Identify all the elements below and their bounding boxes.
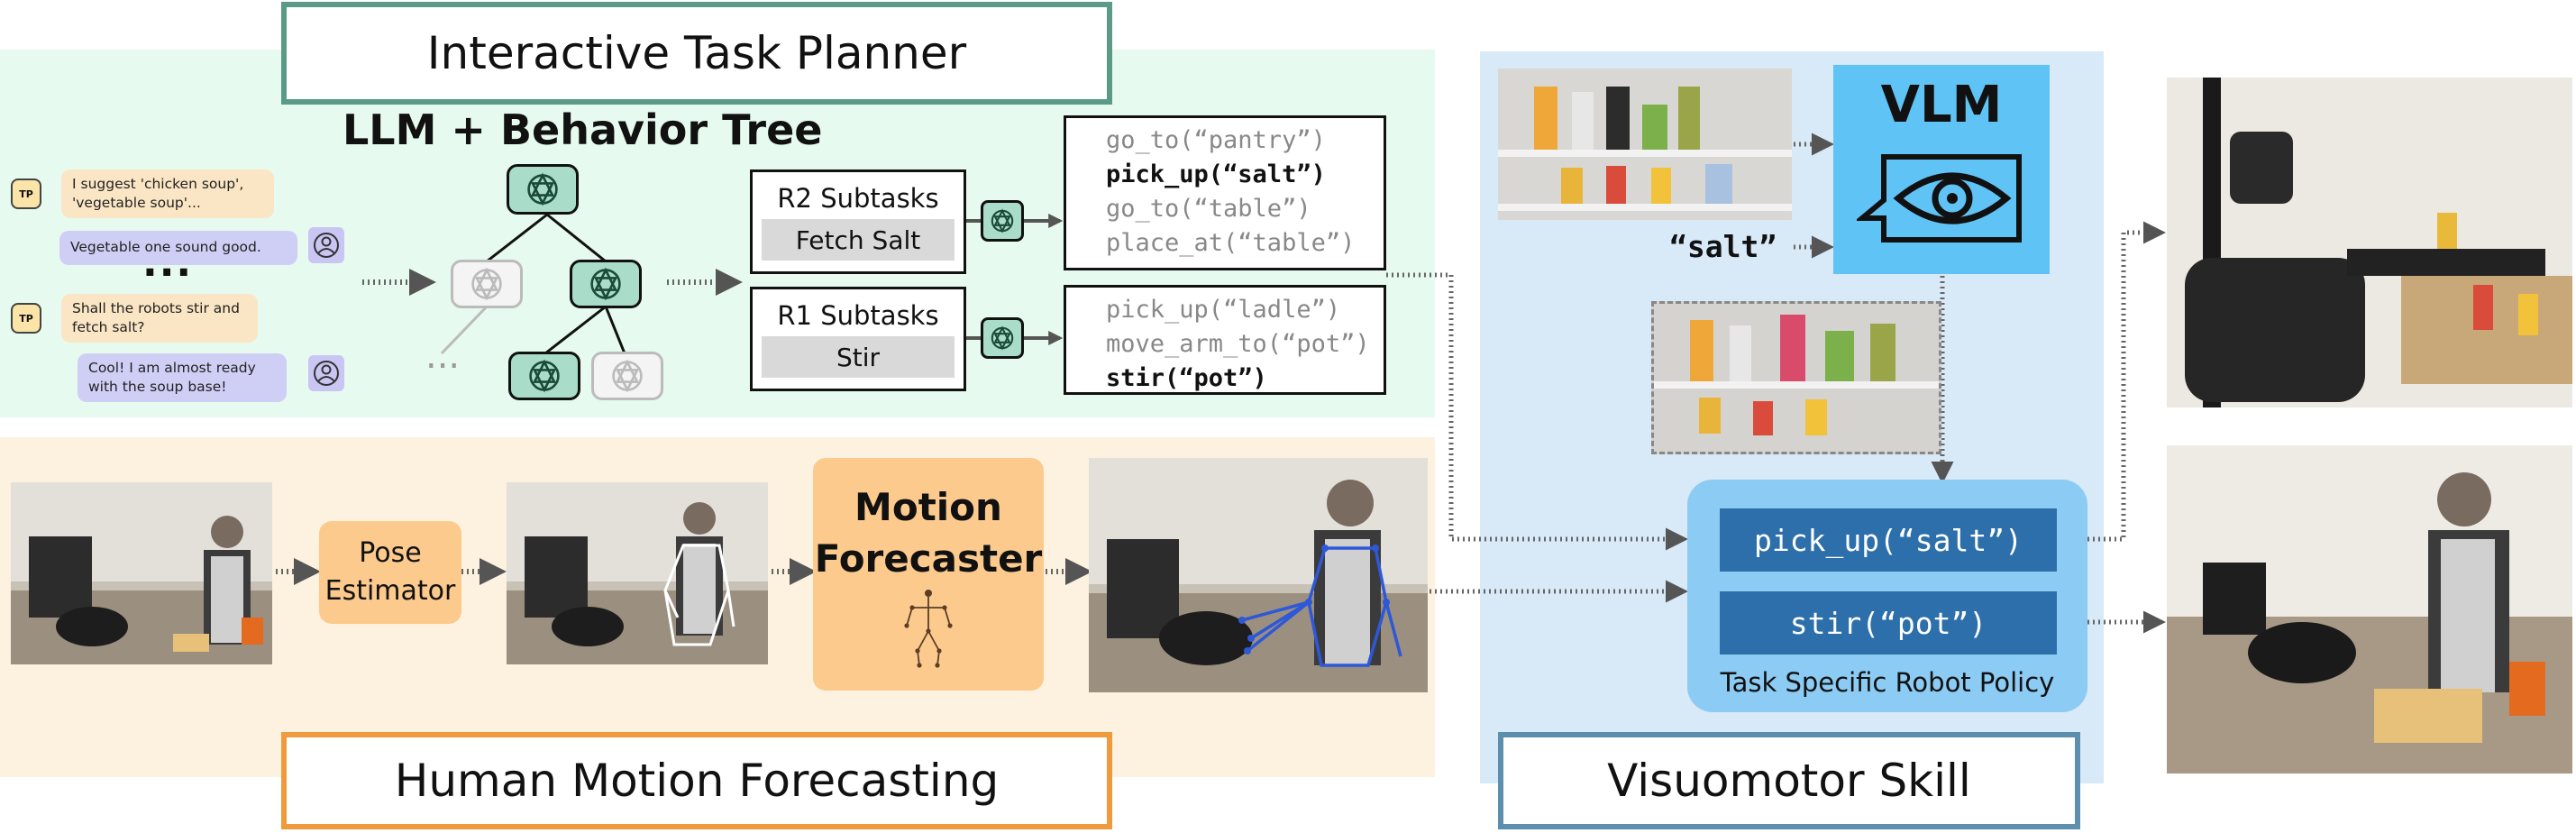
code-line-active: stir(“pot”) [1106, 364, 1267, 392]
code-line: move_arm_to(“pot”) [1106, 330, 1370, 358]
chat-message-human: Cool! I am almost ready with the soup ba… [78, 353, 287, 402]
openai-icon [529, 359, 560, 393]
task-planner-title: Interactive Task Planner [281, 2, 1112, 105]
openai-icon [991, 325, 1014, 351]
motion-forecasting-title: Human Motion Forecasting [281, 732, 1112, 829]
tree-ellipsis: ... [425, 335, 461, 377]
behavior-tree-heading: LLM + Behavior Tree [343, 105, 823, 154]
vlm-box: VLM [1833, 65, 2050, 274]
vlm-label: VLM [1880, 76, 2003, 134]
r1-subtasks-box: R1 Subtasks Stir [750, 287, 966, 391]
pantry-shelf-image [1498, 69, 1792, 220]
robot-avatar: TP [11, 178, 41, 209]
robot-policy-box: pick_up(“salt”) stir(“pot”) Task Specifi… [1687, 480, 2087, 712]
visuomotor-title: Visuomotor Skill [1498, 732, 2080, 829]
tree-node-faded [591, 352, 663, 400]
r2-to-policy-arrow [1386, 272, 1688, 551]
forecaster-line1: Motion [854, 485, 1002, 529]
tree-node-leaf [508, 352, 580, 400]
robot-avatar-label: TP [19, 312, 33, 325]
vlm-query-text: “salt” [1669, 229, 1777, 264]
kitchen-frame-pose [507, 482, 768, 664]
r2-subtasks-box: R2 Subtasks Fetch Salt [750, 169, 966, 274]
code-line: place_at(“table”) [1106, 229, 1356, 257]
user-avatar [308, 355, 344, 391]
stir-pot-command: stir(“pot”) [1720, 591, 2057, 654]
chat-message-robot: Shall the robots stir and fetch salt? [61, 294, 258, 343]
robot-fetch-salt-image [2167, 78, 2572, 407]
robot-avatar: TP [11, 303, 41, 334]
user-icon [314, 233, 339, 258]
r1-task: Stir [762, 336, 955, 378]
openai-icon [612, 359, 643, 393]
pose-estimator-label: Pose Estimator [324, 537, 456, 607]
eye-icon [1857, 154, 2022, 243]
robot-avatar-label: TP [19, 188, 33, 200]
r1-code-box: pick_up(“ladle”) move_arm_to(“pot”) stir… [1064, 285, 1386, 395]
tree-node-faded [451, 260, 523, 308]
chat-ellipsis: ... [142, 240, 194, 286]
code-line: pick_up(“ladle”) [1106, 296, 1341, 324]
r1-gpt-node [981, 317, 1024, 359]
pick-up-salt-command: pick_up(“salt”) [1720, 508, 2057, 572]
r2-gpt-node [981, 200, 1024, 242]
openai-icon [527, 172, 558, 206]
forecaster-line2: Forecaster [814, 536, 1043, 581]
openai-icon [471, 267, 502, 301]
r2-code-box: go_to(“pantry”) pick_up(“salt”) go_to(“t… [1064, 115, 1386, 270]
kitchen-frame-input [11, 482, 272, 664]
openai-icon [590, 267, 621, 301]
r1-subtasks-title: R1 Subtasks [777, 300, 939, 331]
kitchen-frame-forecast [1089, 458, 1428, 692]
r2-subtasks-title: R2 Subtasks [777, 183, 939, 214]
code-line: go_to(“table”) [1106, 195, 1311, 223]
skeleton-icon [904, 590, 953, 668]
code-line-active: pick_up(“salt”) [1106, 160, 1326, 188]
user-avatar [308, 227, 344, 263]
tree-node-active [570, 260, 642, 308]
user-icon [314, 361, 339, 386]
r2-task: Fetch Salt [762, 219, 955, 261]
pick-to-robot-arrow [2055, 221, 2166, 542]
policy-label: Task Specific Robot Policy [1720, 667, 2055, 698]
pose-estimator-box: Pose Estimator [319, 521, 461, 624]
code-line: go_to(“pantry”) [1106, 126, 1326, 154]
salt-detection-image [1651, 301, 1941, 454]
openai-icon [991, 208, 1014, 233]
chat-message-robot: I suggest 'chicken soup', 'vegetable sou… [61, 169, 274, 218]
tree-edges [486, 213, 626, 355]
robot-stir-pot-image [2167, 445, 2572, 774]
motion-forecaster-box: Motion Forecaster [813, 458, 1044, 691]
tree-node-root [507, 164, 579, 215]
chat-message-human: Vegetable one sound good. [59, 231, 297, 265]
tree-edge-faded [440, 305, 489, 355]
